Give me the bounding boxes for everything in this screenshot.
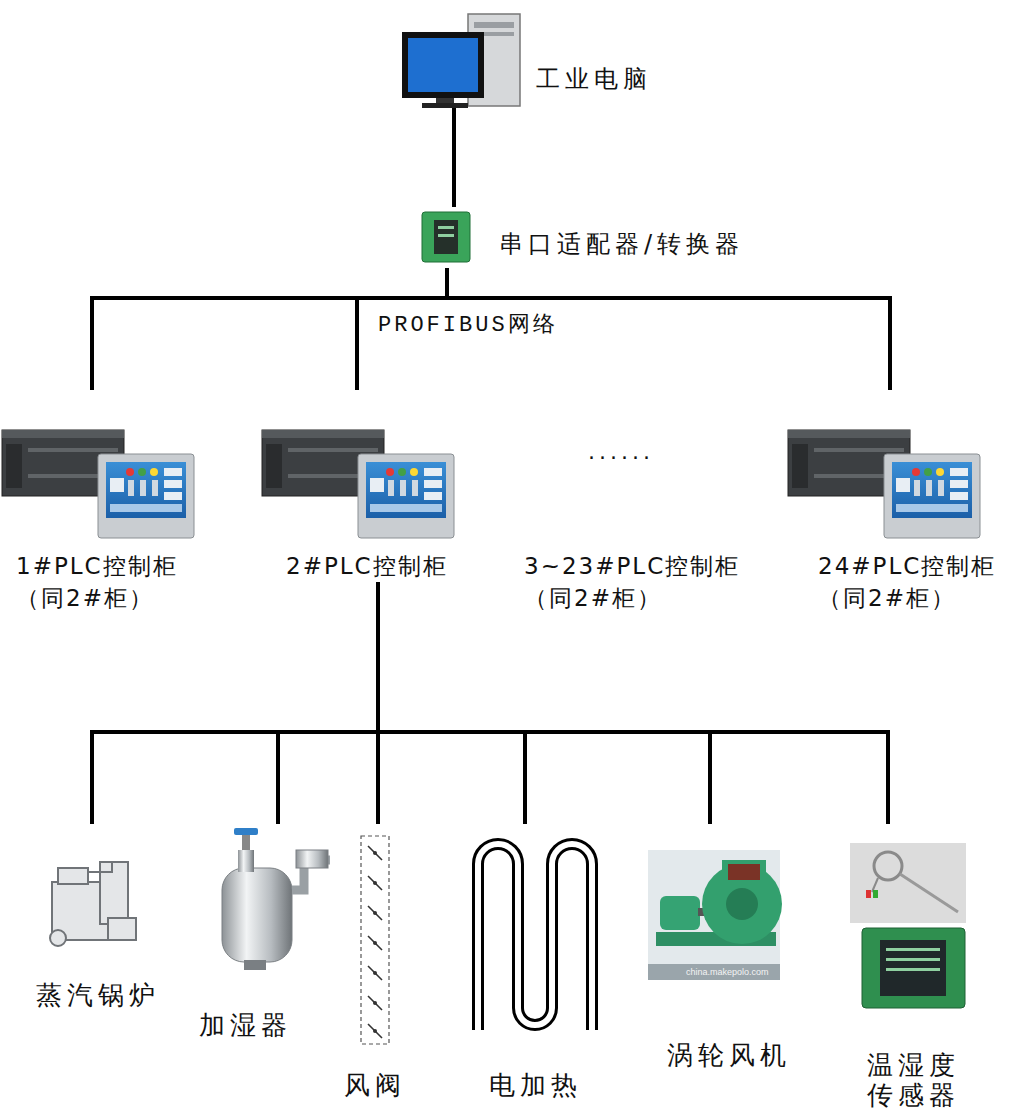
device-node: 电加热 xyxy=(462,822,602,1104)
label-group: 3~23#PLC控制柜（同2#柜） xyxy=(524,550,768,614)
label-group: 温湿度 传感器 xyxy=(857,1050,969,1110)
bus-connector xyxy=(278,584,378,822)
bus-connector xyxy=(378,584,525,822)
node-label: 蒸汽锅炉 xyxy=(28,980,168,1010)
adapter-icon xyxy=(422,212,470,262)
device-node: 加湿器 xyxy=(190,822,340,1046)
label-group: 涡轮风机 xyxy=(664,1040,794,1070)
plc-cabinet: 24#PLC控制柜（同2#柜） xyxy=(786,388,1020,620)
label-group: 2#PLC控制柜 xyxy=(286,550,476,582)
label-group: 电加热 xyxy=(485,1070,585,1100)
computer-node: 工业电脑 xyxy=(398,10,670,110)
fan-icon xyxy=(648,850,782,980)
bus-connector xyxy=(92,584,378,822)
node-label: （同2#柜） xyxy=(818,582,1016,614)
network-label: PROFIBUS网络 xyxy=(378,313,558,339)
bus-connector xyxy=(378,584,888,822)
adapter-node: 串口适配器/转换器 xyxy=(415,205,767,270)
ellipsis: ...... xyxy=(588,440,654,464)
label-group: 风阀 xyxy=(335,1070,415,1100)
humidifier-icon xyxy=(222,828,330,970)
label-group: 串口适配器/转换器 xyxy=(499,229,759,259)
node-label: （同2#柜） xyxy=(16,582,212,614)
node-label: 3~23#PLC控制柜 xyxy=(524,550,768,582)
node-label: 串口适配器/转换器 xyxy=(499,229,759,259)
node-label: 1#PLC控制柜 xyxy=(16,550,212,582)
device-node: 温湿度 传感器 xyxy=(845,822,979,1112)
heater-icon xyxy=(478,844,592,1030)
label-group: 蒸汽锅炉 xyxy=(28,980,168,1010)
computer-icon xyxy=(402,14,520,108)
node-label: （同2#柜） xyxy=(524,582,768,614)
node-label: 工业电脑 xyxy=(536,64,666,94)
plc-cabinet: 2#PLC控制柜 xyxy=(262,388,480,584)
label-group: 工业电脑 xyxy=(536,64,666,94)
boiler-icon xyxy=(50,862,136,946)
node-label: 加湿器 xyxy=(195,1010,295,1040)
bus-connector xyxy=(378,584,710,822)
node-label: 2#PLC控制柜 xyxy=(286,550,476,582)
label-group: 加湿器 xyxy=(195,1010,295,1040)
plc-icon xyxy=(262,430,454,538)
label-group: 1#PLC控制柜（同2#柜） xyxy=(16,550,212,614)
node-label: 风阀 xyxy=(335,1070,415,1100)
plc-icon xyxy=(2,430,194,538)
device-node: 涡轮风机 xyxy=(640,822,798,1074)
label-group: 24#PLC控制柜（同2#柜） xyxy=(818,550,1016,614)
bus-connector xyxy=(452,110,456,205)
node-label: 24#PLC控制柜 xyxy=(818,550,1016,582)
node-label: 电加热 xyxy=(485,1070,585,1100)
node-label: 涡轮风机 xyxy=(664,1040,794,1070)
device-node: 风阀 xyxy=(335,822,419,1104)
plc-icon xyxy=(788,430,980,538)
node-label: 温湿度 传感器 xyxy=(857,1050,969,1110)
sensor-icon xyxy=(850,843,966,1008)
device-node: 蒸汽锅炉 xyxy=(28,822,172,1017)
air-damper-icon xyxy=(361,836,389,1044)
watermark: china.makepolo.com xyxy=(686,967,769,978)
plc-cabinet: 3~23#PLC控制柜（同2#柜） xyxy=(520,540,772,620)
plc-cabinet: 1#PLC控制柜（同2#柜） xyxy=(4,388,216,620)
